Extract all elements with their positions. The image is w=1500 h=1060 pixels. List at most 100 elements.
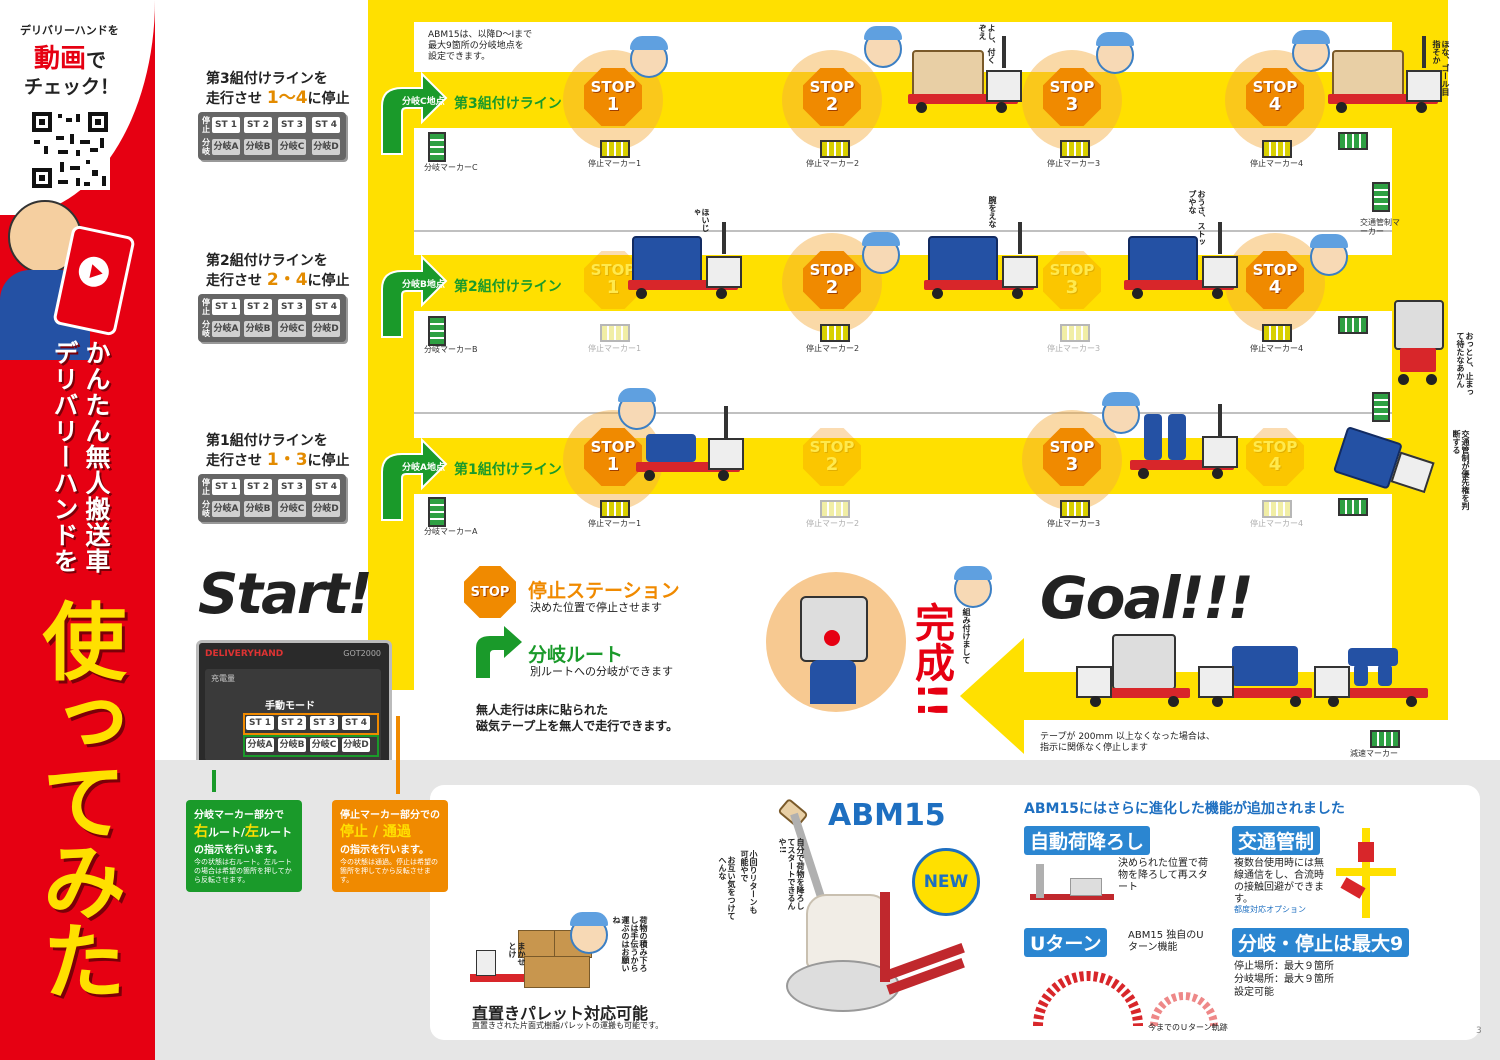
speech-6: おっとと、止まって待たなあかん [1456, 332, 1474, 396]
qr-code-icon[interactable] [30, 110, 110, 190]
worker-icon [1292, 30, 1330, 72]
connector-green [212, 770, 216, 792]
video-line3: チェック！ [24, 76, 120, 98]
start-title: Start! [198, 562, 373, 627]
branch-badge-c: 分岐C地点 [402, 97, 445, 107]
callout-branch-marker: 分岐マーカー部分で 右ルート/左ルート の指示を行います。 今の状態は右ルート。… [186, 800, 302, 892]
remote-st3[interactable]: ST 3 [310, 716, 338, 730]
trunk-marker [1338, 132, 1368, 150]
legend-stop-icon: STOP [464, 566, 516, 618]
remote-st4[interactable]: ST 4 [342, 716, 370, 730]
key-branch-b[interactable]: 分岐B [244, 321, 272, 337]
branch-arrow-b-icon [381, 254, 448, 338]
key-branch-d[interactable]: 分岐D [312, 139, 340, 155]
stop-marker [1262, 324, 1292, 342]
stop-marker [820, 140, 850, 158]
branch-marker-b [428, 316, 446, 346]
key-st2[interactable]: ST 2 [244, 479, 272, 495]
key-branch-b[interactable]: 分岐B [244, 139, 272, 155]
speech-10: 荷物の積み下ろしは手伝うから運ぶのはお願いね [612, 916, 648, 972]
key-branch-a[interactable]: 分岐A [212, 501, 240, 517]
remote-br-b[interactable]: 分岐B [278, 738, 306, 752]
stop-marker [1060, 500, 1090, 518]
worker-icon [1096, 32, 1134, 74]
cart-goal-body [1198, 634, 1318, 714]
keypad-line2: 停止 分岐 ST 1 ST 2 ST 3 ST 4 分岐A 分岐B 分岐C 分岐… [198, 294, 346, 342]
branch-marker-c [428, 132, 446, 162]
key-st1[interactable]: ST 1 [212, 479, 240, 495]
cart-goal-legs [1314, 634, 1434, 714]
speech-11: まかせとけ [508, 942, 526, 966]
legend-branch-desc: 別ルートへの分岐ができます [530, 665, 673, 678]
vertical-title-1: かんたん無人搬送車 [82, 340, 111, 574]
stop-marker [820, 500, 850, 518]
feature-desc-traffic: 複数台使用時には無線通信をし、合流時の接触回避ができます。 [1234, 858, 1324, 905]
key-branch-c[interactable]: 分岐C [278, 501, 306, 517]
stop-marker [1060, 324, 1090, 342]
key-st4[interactable]: ST 4 [312, 299, 340, 315]
track-label-2: 第2組付けライン [454, 279, 562, 295]
key-st1[interactable]: ST 1 [212, 117, 240, 133]
stop-marker [820, 324, 850, 342]
remote-br-d[interactable]: 分岐D [342, 738, 370, 752]
stop-marker [600, 500, 630, 518]
remote-st1[interactable]: ST 1 [246, 716, 274, 730]
key-st3[interactable]: ST 3 [278, 479, 306, 495]
key-branch-a[interactable]: 分岐A [212, 139, 240, 155]
abm-model: ABM15 [828, 798, 946, 833]
worker-icon [954, 566, 992, 608]
key-st4[interactable]: ST 4 [312, 479, 340, 495]
cart-robot-box [908, 36, 1023, 113]
traffic-note: 交通管制が優先権を判断する [1452, 430, 1470, 510]
remote-st2[interactable]: ST 2 [278, 716, 306, 730]
worker-icon [864, 26, 902, 68]
cart-legs [636, 406, 746, 481]
worker-icon [1310, 234, 1348, 276]
key-st3[interactable]: ST 3 [278, 299, 306, 315]
stop-marker [600, 140, 630, 158]
legend-note: 無人走行は床に貼られた磁気テープ上を無人で走行できます。 [476, 703, 679, 733]
key-st4[interactable]: ST 4 [312, 117, 340, 133]
key-branch-c[interactable]: 分岐C [278, 321, 306, 337]
feature-title-uturn: Uターン [1024, 928, 1108, 957]
cart-goal-head [1076, 634, 1196, 714]
key-branch-b[interactable]: 分岐B [244, 501, 272, 517]
key-branch-d[interactable]: 分岐D [312, 321, 340, 337]
cart-blue-body-3 [1124, 222, 1239, 299]
speech-1: よし、付くぞえ [978, 24, 996, 64]
new-badge: NEW [912, 848, 980, 916]
legend-stop-title: 停止ステーション [528, 580, 680, 602]
key-st3[interactable]: ST 3 [278, 117, 306, 133]
branch-marker-a [428, 497, 446, 527]
speech-7: 自分で荷物を降ろしてスタートできるんや!! [778, 838, 805, 910]
remote-br-a[interactable]: 分岐A [246, 738, 274, 752]
worker-icon [862, 232, 900, 274]
cart-turning [1388, 300, 1448, 390]
key-branch-a[interactable]: 分岐A [212, 321, 240, 337]
complete-label: 完成!! [908, 602, 954, 719]
page-number: 3 [1476, 1026, 1482, 1036]
track-label-3: 第3組付けライン [454, 96, 562, 112]
remote-controller[interactable]: DELIVERYHAND GOT2000 充電量 手動モード ST 1 ST 2… [196, 640, 392, 776]
speech-5: おうさ、ストップやな [1188, 190, 1206, 246]
key-branch-d[interactable]: 分岐D [312, 501, 340, 517]
remote-br-c[interactable]: 分岐C [310, 738, 338, 752]
cart-blue-body-2 [924, 222, 1039, 299]
feature-note-uturn: 今までのＵターン軌跡 [1148, 1023, 1228, 1032]
legend-stop-desc: 決めた位置で停止させます [530, 601, 662, 614]
trunk-marker [1338, 316, 1368, 334]
key-st2[interactable]: ST 2 [244, 299, 272, 315]
feature-title-unload: 自動荷降ろし [1024, 826, 1151, 855]
instr-line1: 第1組付けラインを 走行させ 1・3に停止 [206, 433, 350, 470]
key-st2[interactable]: ST 2 [244, 117, 272, 133]
vertical-title-2: デリバリーハンドを [50, 340, 79, 574]
key-st1[interactable]: ST 1 [212, 299, 240, 315]
key-branch-c[interactable]: 分岐C [278, 139, 306, 155]
